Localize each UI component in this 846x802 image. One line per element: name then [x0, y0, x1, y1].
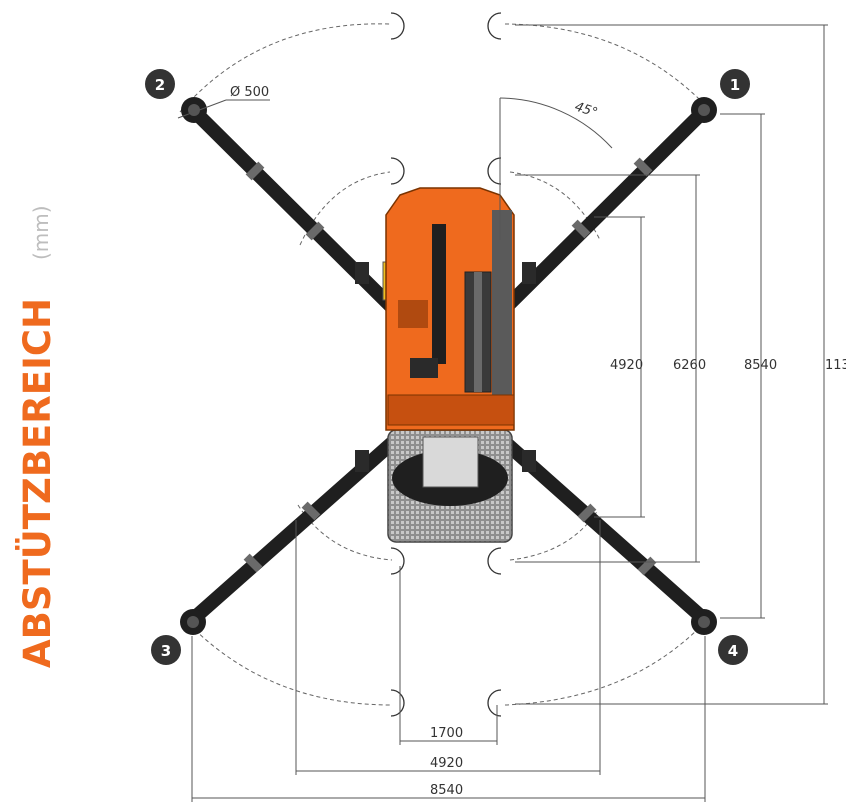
- outrigger-pads: [180, 97, 717, 635]
- beam-clamp: [243, 553, 263, 573]
- pad-leader-line: [177, 99, 227, 119]
- beam-3: [185, 413, 425, 627]
- beam-1: [471, 105, 710, 342]
- side-rail: [492, 210, 512, 410]
- badge-4-label: 4: [728, 642, 738, 660]
- pad-3-center: [187, 616, 199, 628]
- badge-1-label: 1: [730, 76, 740, 94]
- rear-basket: [422, 436, 479, 488]
- dimension-labels: 11350 8540 6260 4920 1700 4920 8540 Ø 50…: [230, 85, 846, 798]
- label-8540-horizontal: 8540: [430, 783, 463, 798]
- main-boom: [432, 224, 446, 364]
- beam-clamp: [305, 221, 325, 241]
- dimension-lines: [177, 24, 828, 802]
- badge-2-label: 2: [155, 76, 165, 94]
- beam-clamp: [577, 503, 597, 523]
- mast-rail: [474, 272, 482, 392]
- pad-1-center: [698, 104, 710, 116]
- badge-3: [151, 635, 181, 665]
- outrigger-beams: [185, 105, 712, 627]
- badge-4: [718, 635, 748, 665]
- title-main: ABSTÜTZBEREICH: [15, 298, 59, 668]
- title-unit: (mm): [29, 205, 53, 260]
- pad-marker: [390, 547, 405, 575]
- side-title-svg: ABSTÜTZBEREICH (mm): [15, 205, 59, 668]
- pad-markers: [390, 12, 502, 717]
- side-title: ABSTÜTZBEREICH (mm): [8, 100, 68, 670]
- beam-4: [473, 413, 712, 627]
- badge-1: [720, 69, 750, 99]
- badge-3-label: 3: [161, 642, 171, 660]
- engine-block: [398, 300, 428, 328]
- arc-outer-top-right: [504, 23, 711, 111]
- beam-clamp: [245, 161, 265, 181]
- pad-marker: [390, 689, 405, 717]
- pad-marker: [390, 12, 405, 40]
- label-1700: 1700: [430, 726, 463, 741]
- side-cylinder: [522, 450, 536, 472]
- label-4920-vertical: 4920: [610, 358, 643, 373]
- chassis-rear: [387, 394, 515, 426]
- pad-marker: [487, 12, 502, 40]
- angle-label: 45°: [573, 100, 600, 121]
- pad-diameter-label: Ø 500: [230, 85, 269, 100]
- label-8540: 8540: [744, 358, 777, 373]
- arc-outer-bottom-left: [189, 624, 393, 706]
- arc-outer-bottom-right: [504, 621, 706, 706]
- label-11350: 11350: [825, 358, 846, 373]
- pad-marker: [390, 157, 405, 185]
- beam-clamp: [637, 556, 657, 576]
- control-box: [410, 358, 438, 378]
- pad-marker: [487, 547, 502, 575]
- arc-inner-bottom-left: [297, 504, 393, 561]
- beam-clamp: [633, 157, 653, 177]
- side-cylinder: [522, 262, 536, 284]
- label-6260: 6260: [673, 358, 706, 373]
- label-4920-horizontal: 4920: [430, 756, 463, 771]
- badge-2: [145, 69, 175, 99]
- pad-marker: [487, 157, 502, 185]
- beam-clamp: [571, 219, 591, 239]
- arc-inner-top-right: [509, 171, 601, 241]
- beam-clamp: [301, 501, 321, 521]
- arc-outer-top-left: [179, 23, 391, 113]
- pad-marker: [487, 689, 502, 717]
- side-cylinder: [355, 450, 369, 472]
- side-cylinder: [355, 262, 369, 284]
- pad-4-center: [698, 616, 710, 628]
- outrigger-badges: 1 2 3 4: [145, 69, 750, 665]
- angle-arc: [499, 97, 613, 149]
- machine-body: [355, 187, 536, 543]
